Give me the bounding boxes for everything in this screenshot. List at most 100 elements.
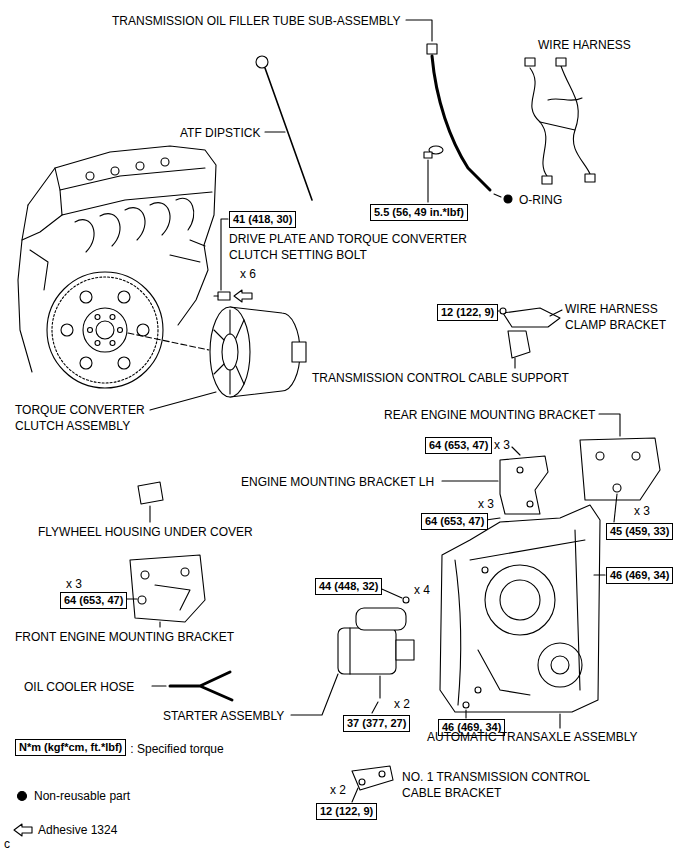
part-name: ATF DIPSTICK (180, 125, 260, 141)
front-mounting-bracket-line (138, 596, 146, 604)
under-cover-line (149, 506, 150, 522)
torque-value: 12 (122, 9) (320, 805, 373, 818)
engine-assembly-line (30, 250, 48, 290)
setting-bolt-line (221, 219, 228, 290)
engine-assembly-line (18, 205, 32, 372)
legend-symbols-line (14, 824, 32, 836)
torque-value: 45 (459, 33) (610, 525, 669, 538)
transaxle-line (575, 530, 580, 690)
transaxle-line (551, 656, 569, 674)
torque-converter-line (292, 342, 306, 362)
mounting-bracket-lh-line (442, 480, 498, 481)
clamp-bracket (492, 308, 562, 368)
cable-bracket-line (359, 779, 365, 785)
engine-assembly-line (100, 214, 120, 246)
quantity-mark: x 2 (394, 696, 410, 712)
drive-plate-line (47, 272, 163, 388)
transaxle-line (482, 567, 488, 573)
starter-line (291, 674, 338, 715)
torque-value: 64 (653, 47) (64, 594, 123, 607)
mounting-bracket-lh-line (527, 501, 533, 507)
torque-converter-line (236, 320, 244, 338)
part-name: STARTER ASSEMBLY (163, 708, 284, 724)
engine-assembly-line (125, 208, 145, 240)
torque-converter-line (150, 392, 216, 410)
transaxle-line (455, 560, 461, 705)
torque-converter-line (214, 364, 224, 374)
engine-assembly-line (170, 255, 200, 262)
drive-plate-line (118, 291, 130, 303)
torque-spec-box: 64 (653, 47) (421, 513, 488, 530)
part-name: DRIVE PLATE AND TORQUE CONVERTER CLUTCH … (229, 231, 489, 263)
drive-plate-line (83, 308, 127, 352)
quantity-mark: x 3 (634, 503, 650, 519)
wire-harness (525, 58, 595, 184)
engine-assembly-line (161, 158, 169, 166)
quantity-mark: x 6 (240, 266, 256, 282)
torque-value: 5.5 (56, 49 in.*lbf) (374, 206, 464, 219)
legend-adhesive: Adhesive 1324 (38, 822, 117, 838)
mounting-bracket-lh-line (517, 467, 523, 473)
engine-assembly-line (55, 168, 205, 190)
torque-value: 64 (653, 47) (429, 439, 488, 452)
legend-text: Adhesive 1324 (38, 823, 117, 837)
rear-mounting-bracket-line (596, 452, 604, 460)
under-cover-line (138, 482, 163, 504)
torque-spec-box: 41 (418, 30) (229, 211, 296, 228)
torque-value: 12 (122, 9) (441, 306, 494, 319)
wire-harness-line (561, 66, 590, 174)
drive-plate-line (110, 315, 115, 320)
atf-dipstick-line (256, 56, 268, 68)
torque-converter-line (236, 366, 244, 384)
part-name: TRANSMISSION CONTROL CABLE SUPPORT (312, 370, 569, 386)
torque-spec-box: 44 (448, 32) (315, 578, 382, 595)
oil-cooler-hose (152, 672, 232, 700)
setting-bolt-line (234, 290, 252, 302)
quantity-mark: x 3 (478, 496, 494, 512)
torque-spec-box: 5.5 (56, 49 in.*lbf) (370, 204, 468, 221)
rear-mounting-bracket-line (613, 484, 621, 492)
rear-mounting-bracket (580, 414, 660, 522)
legend-symbols (14, 792, 32, 837)
legend-sample-box: N*m (kgf*cm, ft.*lbf) (15, 739, 126, 756)
starter-line (356, 608, 406, 630)
part-name: WIRE HARNESS CLAMP BRACKET (565, 301, 683, 333)
rear-mounting-bracket-line (580, 438, 660, 500)
transaxle-line (559, 714, 560, 728)
front-mounting-bracket-line (141, 571, 149, 579)
torque-value: N*m (kgf*cm, ft.*lbf) (19, 741, 122, 754)
part-name: FLYWHEEL HOUSING UNDER COVER (38, 524, 253, 540)
clamp-bracket-line (514, 358, 515, 368)
engine-assembly-line (86, 172, 94, 180)
clamp-bracket-line (500, 308, 506, 314)
filler-tube-line (406, 20, 432, 41)
torque-value: 44 (448, 32) (319, 580, 378, 593)
mounting-bracket-lh-line (512, 447, 520, 455)
starter-line (372, 702, 378, 713)
clamp-bracket-line (503, 308, 560, 327)
drive-plate (47, 272, 163, 388)
torque-converter-line (214, 330, 224, 340)
part-name: ENGINE MOUNTING BRACKET LH (241, 474, 434, 490)
part-name: OIL COOLER HOSE (24, 679, 134, 695)
engine-assembly-line (150, 203, 170, 235)
clamp-bracket-line (508, 331, 530, 358)
cable-bracket-line (352, 766, 393, 790)
wire-harness-line (542, 176, 552, 184)
torque-spec-box: 12 (122, 9) (316, 803, 377, 820)
filler-tube-line (432, 56, 490, 190)
torque-spec-box: 12 (122, 9) (437, 304, 498, 321)
wire-harness-line (530, 68, 547, 176)
torque-spec-box: 45 (459, 33) (606, 523, 673, 540)
filler-tube-line (424, 152, 432, 158)
oil-cooler-hose-line (152, 685, 166, 686)
torque-converter-line (229, 310, 230, 334)
quantity-mark: x 4 (414, 582, 430, 598)
starter (291, 586, 414, 715)
part-name: REAR ENGINE MOUNTING BRACKET (384, 407, 595, 423)
legend-text: : Specified torque (130, 742, 223, 756)
wire-harness-line (585, 174, 595, 182)
drive-plate-line (61, 324, 73, 336)
transaxle-line (594, 574, 605, 575)
rear-mounting-bracket-line (599, 414, 620, 436)
